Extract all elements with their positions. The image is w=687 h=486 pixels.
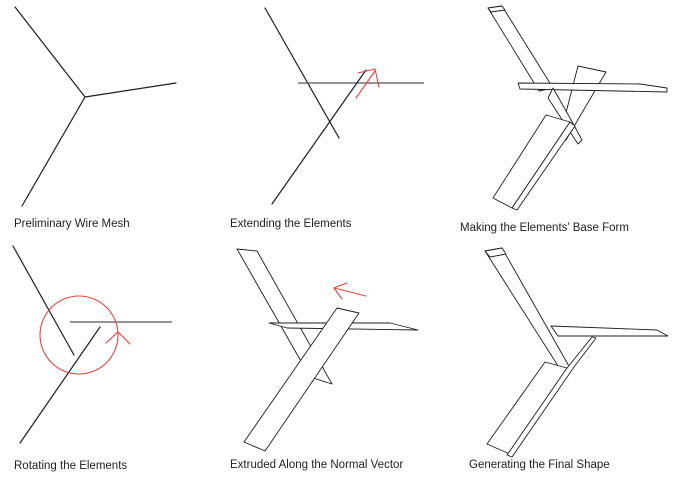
caption-extruded-normal: Extruded Along the Normal Vector (230, 459, 404, 471)
plank-horizontal (517, 82, 668, 93)
caption-extending-elements: Extending the Elements (230, 218, 352, 230)
plank-lower-side (511, 121, 576, 211)
panel-base-form (487, 5, 668, 211)
panel-extending-elements (264, 7, 424, 205)
panel-rotating-elements (12, 245, 172, 444)
rotation-arrow-icon (105, 331, 131, 345)
extension-arrow-icon (355, 68, 380, 99)
wire-lower-left-extended (271, 69, 367, 205)
caption-final-shape: Generating the Final Shape (469, 459, 610, 471)
plank-upper (487, 5, 554, 92)
final-plank-lower (486, 361, 568, 456)
caption-preliminary-wire-mesh: Preliminary Wire Mesh (14, 218, 130, 230)
panel-extruded-normal (236, 248, 419, 452)
wire-upper-left-extended (264, 7, 340, 139)
wire-right (84, 82, 177, 98)
rotation-circle-icon (39, 295, 119, 375)
final-plank-lower-side (506, 336, 597, 458)
caption-base-form: Making the Elements’ Base Form (460, 222, 629, 234)
caption-rotating-elements: Rotating the Elements (14, 460, 128, 472)
plank-upper-lower-segment (547, 87, 583, 145)
extruded-plank-lower (243, 307, 360, 452)
final-plank-upper-end (484, 247, 507, 258)
wire-lower-left (21, 96, 86, 207)
panel-final-shape (484, 247, 669, 458)
plank-upper-end (487, 5, 506, 13)
panel-preliminary-wire-mesh (14, 6, 177, 207)
plank-lower (492, 114, 571, 209)
normal-vector-arrow-icon (333, 282, 367, 300)
final-plank-upper (484, 247, 571, 370)
wire-upper-left-rotated (12, 245, 75, 356)
wire-upper-left (14, 6, 86, 98)
wire-lower-left-rotated (19, 326, 101, 444)
final-plank-horizontal (550, 325, 669, 337)
